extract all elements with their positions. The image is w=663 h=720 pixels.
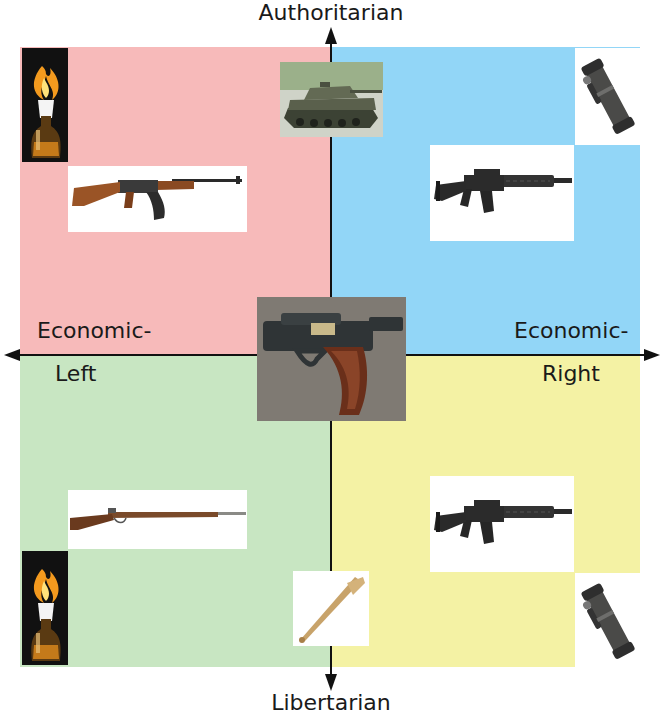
ak47-rifle: [118, 180, 158, 193]
flare-pistol: [369, 317, 403, 331]
molotov-cocktail: [22, 551, 68, 665]
axis-arrowheads: [325, 674, 337, 691]
tank: [288, 98, 376, 110]
axis-arrowheads: [644, 349, 660, 361]
ak47-rifle: [68, 166, 247, 232]
tank: [304, 86, 358, 100]
ak47-rifle: [146, 192, 165, 220]
musket: [68, 490, 247, 549]
tank: [320, 82, 330, 87]
musket: [70, 514, 114, 530]
flare-pistol: [263, 321, 373, 351]
axis-label: Economic-: [514, 318, 628, 344]
flare-pistol: [257, 297, 406, 421]
ar15-rifle: [430, 476, 574, 572]
flare-pistol: [311, 323, 335, 335]
grenade-cylinder: [575, 573, 641, 670]
baseball-bat: [299, 637, 305, 643]
baseball-bat: [347, 577, 365, 595]
axis-label: Right: [542, 361, 600, 387]
tank: [350, 90, 382, 93]
flare-pistol: [323, 347, 367, 415]
ak47-rifle: [156, 181, 194, 190]
tank: [310, 119, 318, 127]
tank: [280, 62, 383, 137]
ak47-rifle: [72, 182, 120, 206]
tank: [296, 118, 304, 126]
axis-title: Libertarian: [271, 690, 391, 716]
baseball-bat: [293, 571, 369, 646]
ak47-rifle: [68, 166, 247, 232]
axis-arrowheads: [4, 27, 660, 691]
flare-pistol: [297, 351, 325, 364]
axis-arrowheads: [4, 349, 20, 361]
axis-label: Left: [55, 361, 96, 387]
ak47-rifle: [236, 176, 240, 184]
flare-pistol: [331, 351, 360, 409]
tank: [338, 119, 346, 127]
ak47-rifle: [124, 192, 134, 208]
tank: [284, 108, 378, 128]
musket: [108, 512, 218, 518]
tank: [280, 62, 383, 137]
tank: [280, 62, 383, 90]
axis-arrowheads: [325, 27, 337, 44]
axis-title: Authoritarian: [259, 0, 404, 26]
axis-lines: [14, 38, 650, 680]
grenade-cylinder: [575, 48, 641, 145]
baseball-bat: [293, 571, 369, 646]
flare-pistol: [257, 297, 406, 421]
musket: [68, 490, 247, 549]
tank: [296, 118, 360, 127]
tank: [324, 119, 332, 127]
axis-label: Economic-: [37, 318, 151, 344]
ar15-rifle: [430, 145, 574, 241]
tank: [352, 118, 360, 126]
molotov-cocktail: [22, 48, 68, 162]
musket: [114, 518, 126, 523]
musket: [108, 508, 116, 513]
